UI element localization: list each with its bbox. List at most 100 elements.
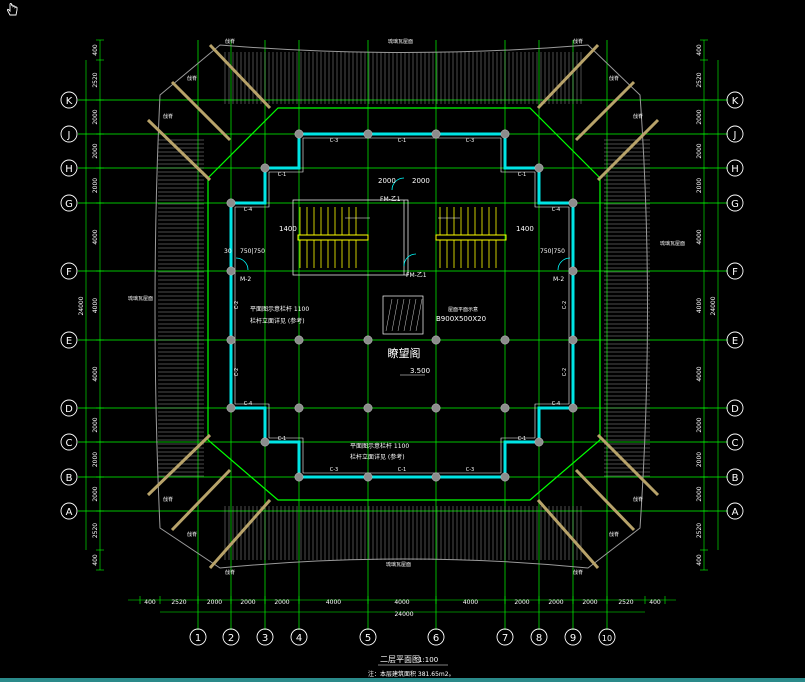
grid-label-col-8: 8	[536, 633, 542, 644]
dim-value-right: 4000	[696, 229, 703, 244]
wall-tag: C-3	[466, 138, 474, 144]
grid-bubble-left-B	[60, 468, 78, 486]
hip-ridge	[596, 118, 660, 182]
hip-ridge	[146, 118, 212, 182]
hatch-note: B900X500X20	[436, 315, 486, 323]
column	[363, 472, 373, 482]
interior-wall-line	[234, 137, 570, 474]
grid-bubble-right-F	[726, 262, 744, 280]
grid-bubble-left-D	[60, 399, 78, 417]
railing-note-lower-2: 栏杆立面详见 (参考)	[350, 453, 405, 461]
stair-landing	[297, 234, 369, 241]
grid-bubble-col-9	[564, 628, 582, 646]
wall-tag: C-4	[244, 401, 252, 407]
dim-2000-a: 2000	[378, 177, 396, 185]
grid-label-left-G: G	[65, 199, 73, 210]
hip-ridge	[574, 80, 636, 142]
grid-bubble-left-F	[60, 262, 78, 280]
grid-bubble-right-A	[726, 502, 744, 520]
column	[431, 129, 441, 139]
column	[431, 472, 441, 482]
dim-value-left: 2520	[92, 523, 99, 538]
column	[363, 335, 373, 345]
annotations: 瞭望阁 3.500 1400 1400 2000 2000 750|750 75…	[128, 38, 685, 678]
dim-value-bottom: 400	[649, 599, 661, 606]
grid-label-right-K: K	[732, 96, 739, 107]
grid-bubble-col-1	[189, 628, 207, 646]
column	[568, 198, 578, 208]
grid-label-left-C: C	[66, 438, 73, 449]
grid-label-col-3: 3	[262, 633, 268, 644]
column	[260, 437, 270, 447]
dim-value-bottom: 2520	[618, 599, 633, 606]
column	[500, 129, 510, 139]
hip-ridge	[536, 499, 600, 569]
dim-value-left: 4000	[92, 229, 99, 244]
column	[363, 403, 373, 413]
hip-ridge	[208, 499, 272, 569]
wall-tag: C-1	[398, 138, 406, 144]
fire-door-top: FM-乙1	[380, 196, 401, 203]
dim-value-bottom: 2000	[274, 599, 289, 606]
dim-value-bottom: 4000	[463, 599, 478, 606]
wall-tag: C-1	[398, 467, 406, 473]
roof-label-right: 琉璃瓦屋面	[660, 240, 685, 247]
stair-landing	[435, 234, 507, 241]
dim-value-right: 2520	[696, 72, 703, 87]
grid-bubble-left-C	[60, 433, 78, 451]
column	[226, 403, 236, 413]
railing-note-upper-2: 栏杆立面详见 (参考)	[250, 317, 305, 325]
hatch-tag: 屋面平面示意	[448, 306, 478, 313]
grid-bubble-col-10	[598, 628, 616, 646]
grid-label-right-C: C	[732, 438, 739, 449]
grid-label-right-F: F	[732, 267, 738, 278]
column	[363, 129, 373, 139]
dim-value-right: 2000	[696, 417, 703, 432]
roof-outer-edge	[154, 44, 648, 569]
grid-label-left-J: J	[67, 130, 71, 141]
wall-tag: C-1	[518, 436, 526, 442]
dim-value-left: 4000	[92, 298, 99, 313]
column	[294, 403, 304, 413]
column	[226, 266, 236, 276]
stone-hatch	[385, 298, 393, 332]
stairs	[297, 207, 507, 335]
dim-value-bottom: 2000	[240, 599, 255, 606]
hip-ridge	[536, 43, 600, 110]
grid-bubble-col-4	[290, 628, 308, 646]
column	[568, 266, 578, 276]
dim-750-left: 750|750	[240, 248, 265, 255]
column	[431, 335, 441, 345]
hip-ridge-label: 戗脊	[225, 569, 235, 576]
column	[500, 403, 510, 413]
wall-tag: C-3	[466, 467, 474, 473]
dim-2000-b: 2000	[412, 177, 430, 185]
hip-ridge-label: 戗脊	[573, 569, 583, 576]
wall-tag: C-4	[552, 207, 560, 213]
grid-label-right-E: E	[732, 336, 738, 347]
column	[534, 437, 544, 447]
dim-value-left: 2000	[92, 486, 99, 501]
dim-value-left: 4000	[92, 366, 99, 381]
dim-value-right: 4000	[696, 298, 703, 313]
hip-ridge-label: 戗脊	[609, 531, 619, 538]
dim-value-right: 2000	[696, 452, 703, 467]
elevation-label: 3.500	[410, 367, 430, 375]
drawing-scale: 1:100	[418, 656, 438, 664]
hip-ridge	[208, 43, 272, 110]
wall-tag: C-4	[244, 207, 252, 213]
grid-bubble-col-7	[496, 628, 514, 646]
grid-bubble-left-G	[60, 194, 78, 212]
dim-value-left: 2520	[92, 72, 99, 87]
dim-value-bottom: 2000	[548, 599, 563, 606]
column	[226, 198, 236, 208]
stair-width-right: 1400	[516, 225, 534, 233]
dim-value-bottom: 2000	[582, 599, 597, 606]
wall-tag: C-3	[330, 467, 338, 473]
dim-value-left: 2000	[92, 178, 99, 193]
dim-value-bottom: 2520	[171, 599, 186, 606]
stone-hatch	[415, 298, 423, 332]
bottom-border	[0, 678, 805, 682]
grid-label-col-5: 5	[365, 633, 371, 644]
